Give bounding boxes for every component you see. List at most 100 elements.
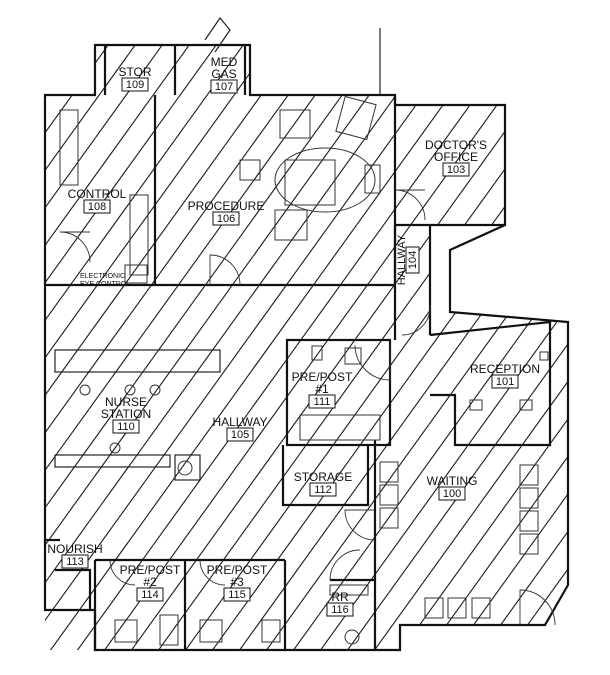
room-name: MED [211,55,238,69]
hatch-line [163,45,568,650]
hatch-line [352,45,568,650]
room-number-box [308,394,336,409]
room-number-box [226,427,254,442]
hatch-line [433,45,568,650]
hatch-line [379,45,568,650]
room-number-box [491,374,519,389]
room-name: RR [331,590,349,604]
room-name: RECEPTION [470,362,540,376]
hatch-line [0,0,6,675]
hatch-line [45,45,358,650]
room-number-box [121,77,149,92]
room-name: #3 [230,575,244,589]
room-number: 109 [126,79,144,91]
room-name: #2 [143,575,157,589]
room-name: STOR [118,65,151,79]
room-number-box [61,554,89,569]
room-number: 106 [217,213,235,225]
room-number-box [112,419,140,434]
hatch-line [109,45,568,650]
exterior-walls [43,17,570,652]
electronic-eye-label-line2: EYE CONTROL [80,281,130,288]
room-name: #1 [315,382,329,396]
hatch-line [45,45,520,650]
hatch-line [45,45,331,650]
room-name: WAITING [427,474,478,488]
interior-walls [45,45,552,650]
hatch-line [406,45,568,650]
furniture [59,95,549,646]
hatch-line [45,45,196,650]
hatch-line [514,45,568,650]
hatch-line [45,45,466,650]
room-number: 113 [66,556,84,568]
hatch-line [244,45,568,650]
hatch-line [45,45,385,650]
room-name: OFFICE [434,150,478,164]
room-name: CONTROL [68,187,127,201]
room-name: HALLWAY [212,415,267,429]
hatch-line [271,45,568,650]
hatch-line [45,45,88,650]
hatch-line [541,45,568,650]
hatch-line [190,45,568,650]
room-number: 101 [496,376,514,388]
room-name: STATION [101,407,151,421]
hatch-line [45,45,61,650]
room-number: 108 [88,201,106,213]
hatch-line [596,0,610,675]
room-name: GAS [211,67,236,81]
room-number-box [326,602,354,617]
room-number: 103 [447,164,465,176]
electronic-eye-label-line1: ELECTRONIC [80,273,125,280]
room-number-box [309,482,337,497]
room-number-box [210,79,238,94]
room-number: 115 [228,589,246,601]
hatch-line [45,45,115,650]
hatch-line [45,45,223,650]
hatch-line [45,45,142,650]
room-number: 116 [331,604,349,616]
hatch-line [325,45,568,650]
room-name: PRE/POST [120,563,181,577]
hatch-line [569,0,610,675]
room-name: NOURISH [47,542,102,556]
hatch-line [45,45,304,650]
room-number: 112 [314,484,332,496]
hatch-line [217,45,568,650]
hatch-line [298,45,568,650]
room-name: NURSE [105,395,147,409]
room-number-box [83,199,111,214]
room-number: 114 [141,589,159,601]
hatch-line [45,45,412,650]
hatch-line [45,45,277,650]
room-number: 100 [443,488,461,500]
room-number-box [405,246,420,274]
room-name: PROCEDURE [188,199,265,213]
hatch-line [45,45,439,650]
room-number: 110 [117,421,135,433]
room-number: 104 [407,251,419,269]
room-number-box [442,162,470,177]
room-number-box [136,587,164,602]
room-number: 107 [215,81,233,93]
hatch-line [45,45,169,650]
